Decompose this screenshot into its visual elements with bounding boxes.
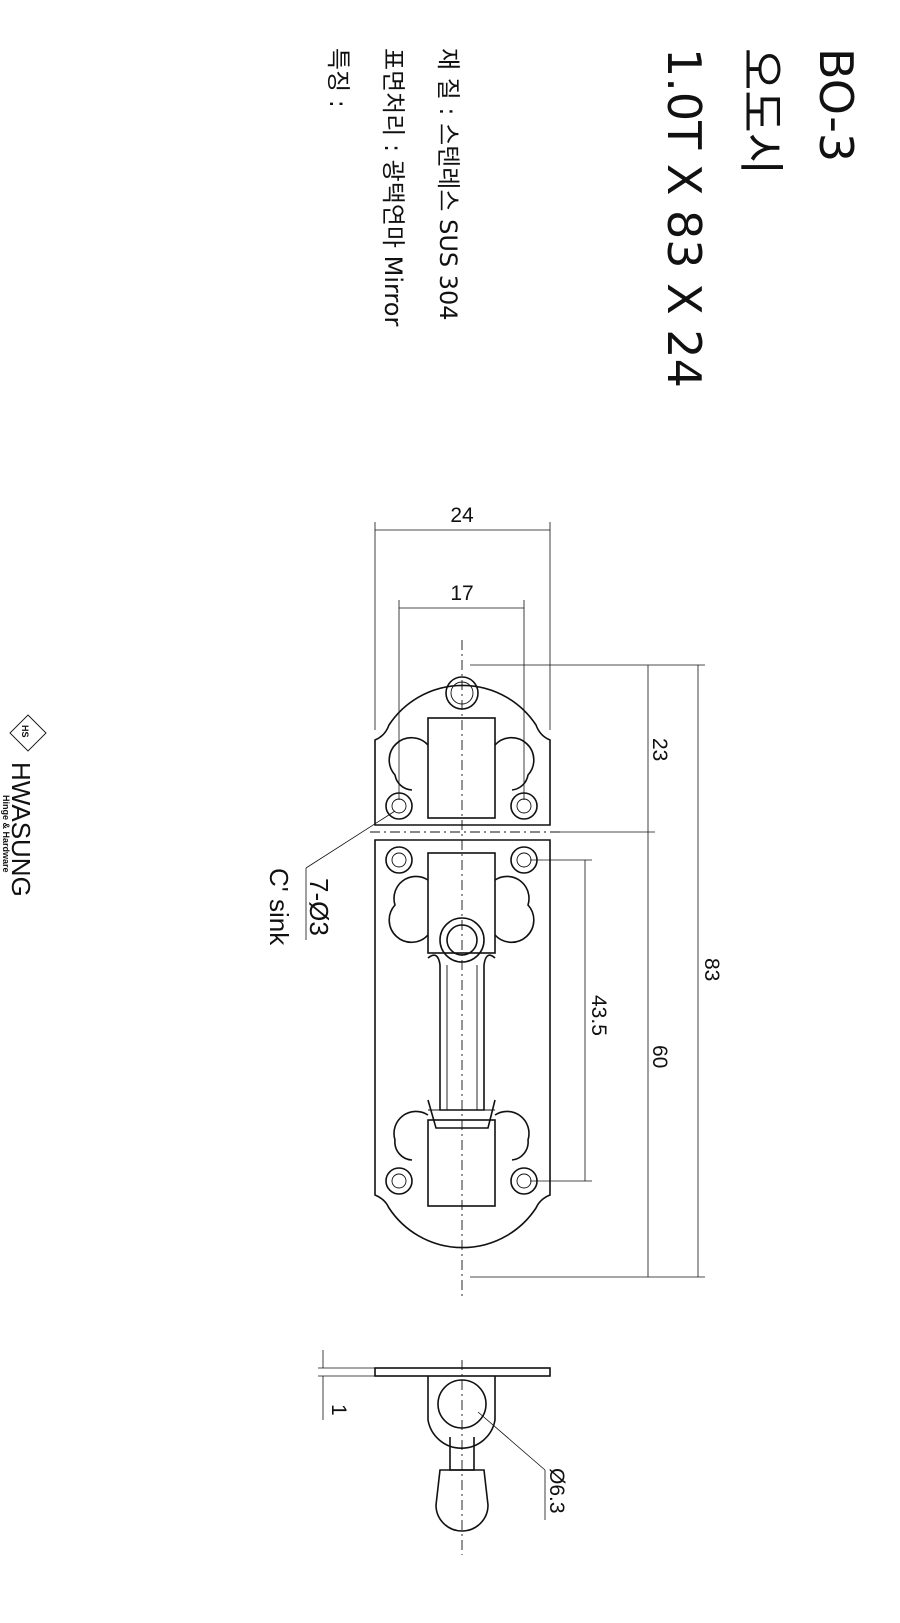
spec-surface: 표면처리 : 광택연마 Mirror — [379, 48, 407, 326]
side-guide — [427, 1376, 496, 1449]
bolt-knob — [439, 917, 485, 963]
dim-60-label: 60 — [648, 1045, 671, 1068]
screw-hole-lower-left — [385, 1167, 413, 1195]
upper-guide — [427, 717, 496, 819]
dim-vertical: 23 60 83 — [470, 664, 723, 1278]
logo-tagline: Hinge & Hardware — [1, 795, 11, 873]
screw-hole-mid-left — [385, 846, 413, 874]
side-bolt — [437, 1379, 487, 1429]
dim-43-5-label: 43.5 — [587, 995, 610, 1036]
dim-width-total: 24 — [374, 504, 551, 730]
model-code: BO-3 — [809, 48, 863, 162]
spec-material: 재 질 : 스텐레스 SUS 304 — [434, 48, 462, 321]
product-size: 1.0T X 83 X 24 — [657, 48, 711, 388]
dim-24-label: 24 — [450, 504, 474, 527]
product-name: 오도시 — [734, 48, 788, 175]
dim-83-label: 83 — [700, 958, 723, 981]
dim-6-3-label: Ø6.3 — [545, 1468, 568, 1514]
upper-plate — [374, 684, 551, 826]
plan-view — [370, 640, 560, 1300]
side-knob — [435, 1469, 489, 1532]
logo-diamond-icon — [9, 714, 47, 752]
spec-feature: 특징 : — [324, 48, 352, 108]
side-plate — [374, 1367, 551, 1377]
dim-hole-spacing: 43.5 — [530, 859, 610, 1182]
logo-mark: HS — [20, 725, 30, 738]
dim-width-holes: 17 — [398, 582, 525, 800]
logo-brand: HWASUNG — [6, 762, 36, 897]
holes-label: 7-Ø3 — [304, 878, 334, 936]
sink-label: C' sink — [264, 868, 294, 946]
dim-23-label: 23 — [648, 738, 671, 761]
dim-17-label: 17 — [450, 582, 473, 605]
lower-end-block — [427, 1119, 496, 1207]
brand-logo: HS HWASUNG Hinge & Hardware — [1, 714, 47, 897]
lower-guide — [427, 852, 496, 954]
lower-plate — [374, 839, 551, 1249]
dim-holes-callout: 7-Ø3 C' sink — [264, 810, 396, 946]
side-view: 1 Ø6.3 — [318, 1350, 568, 1555]
dim-1-label: 1 — [327, 1404, 350, 1416]
